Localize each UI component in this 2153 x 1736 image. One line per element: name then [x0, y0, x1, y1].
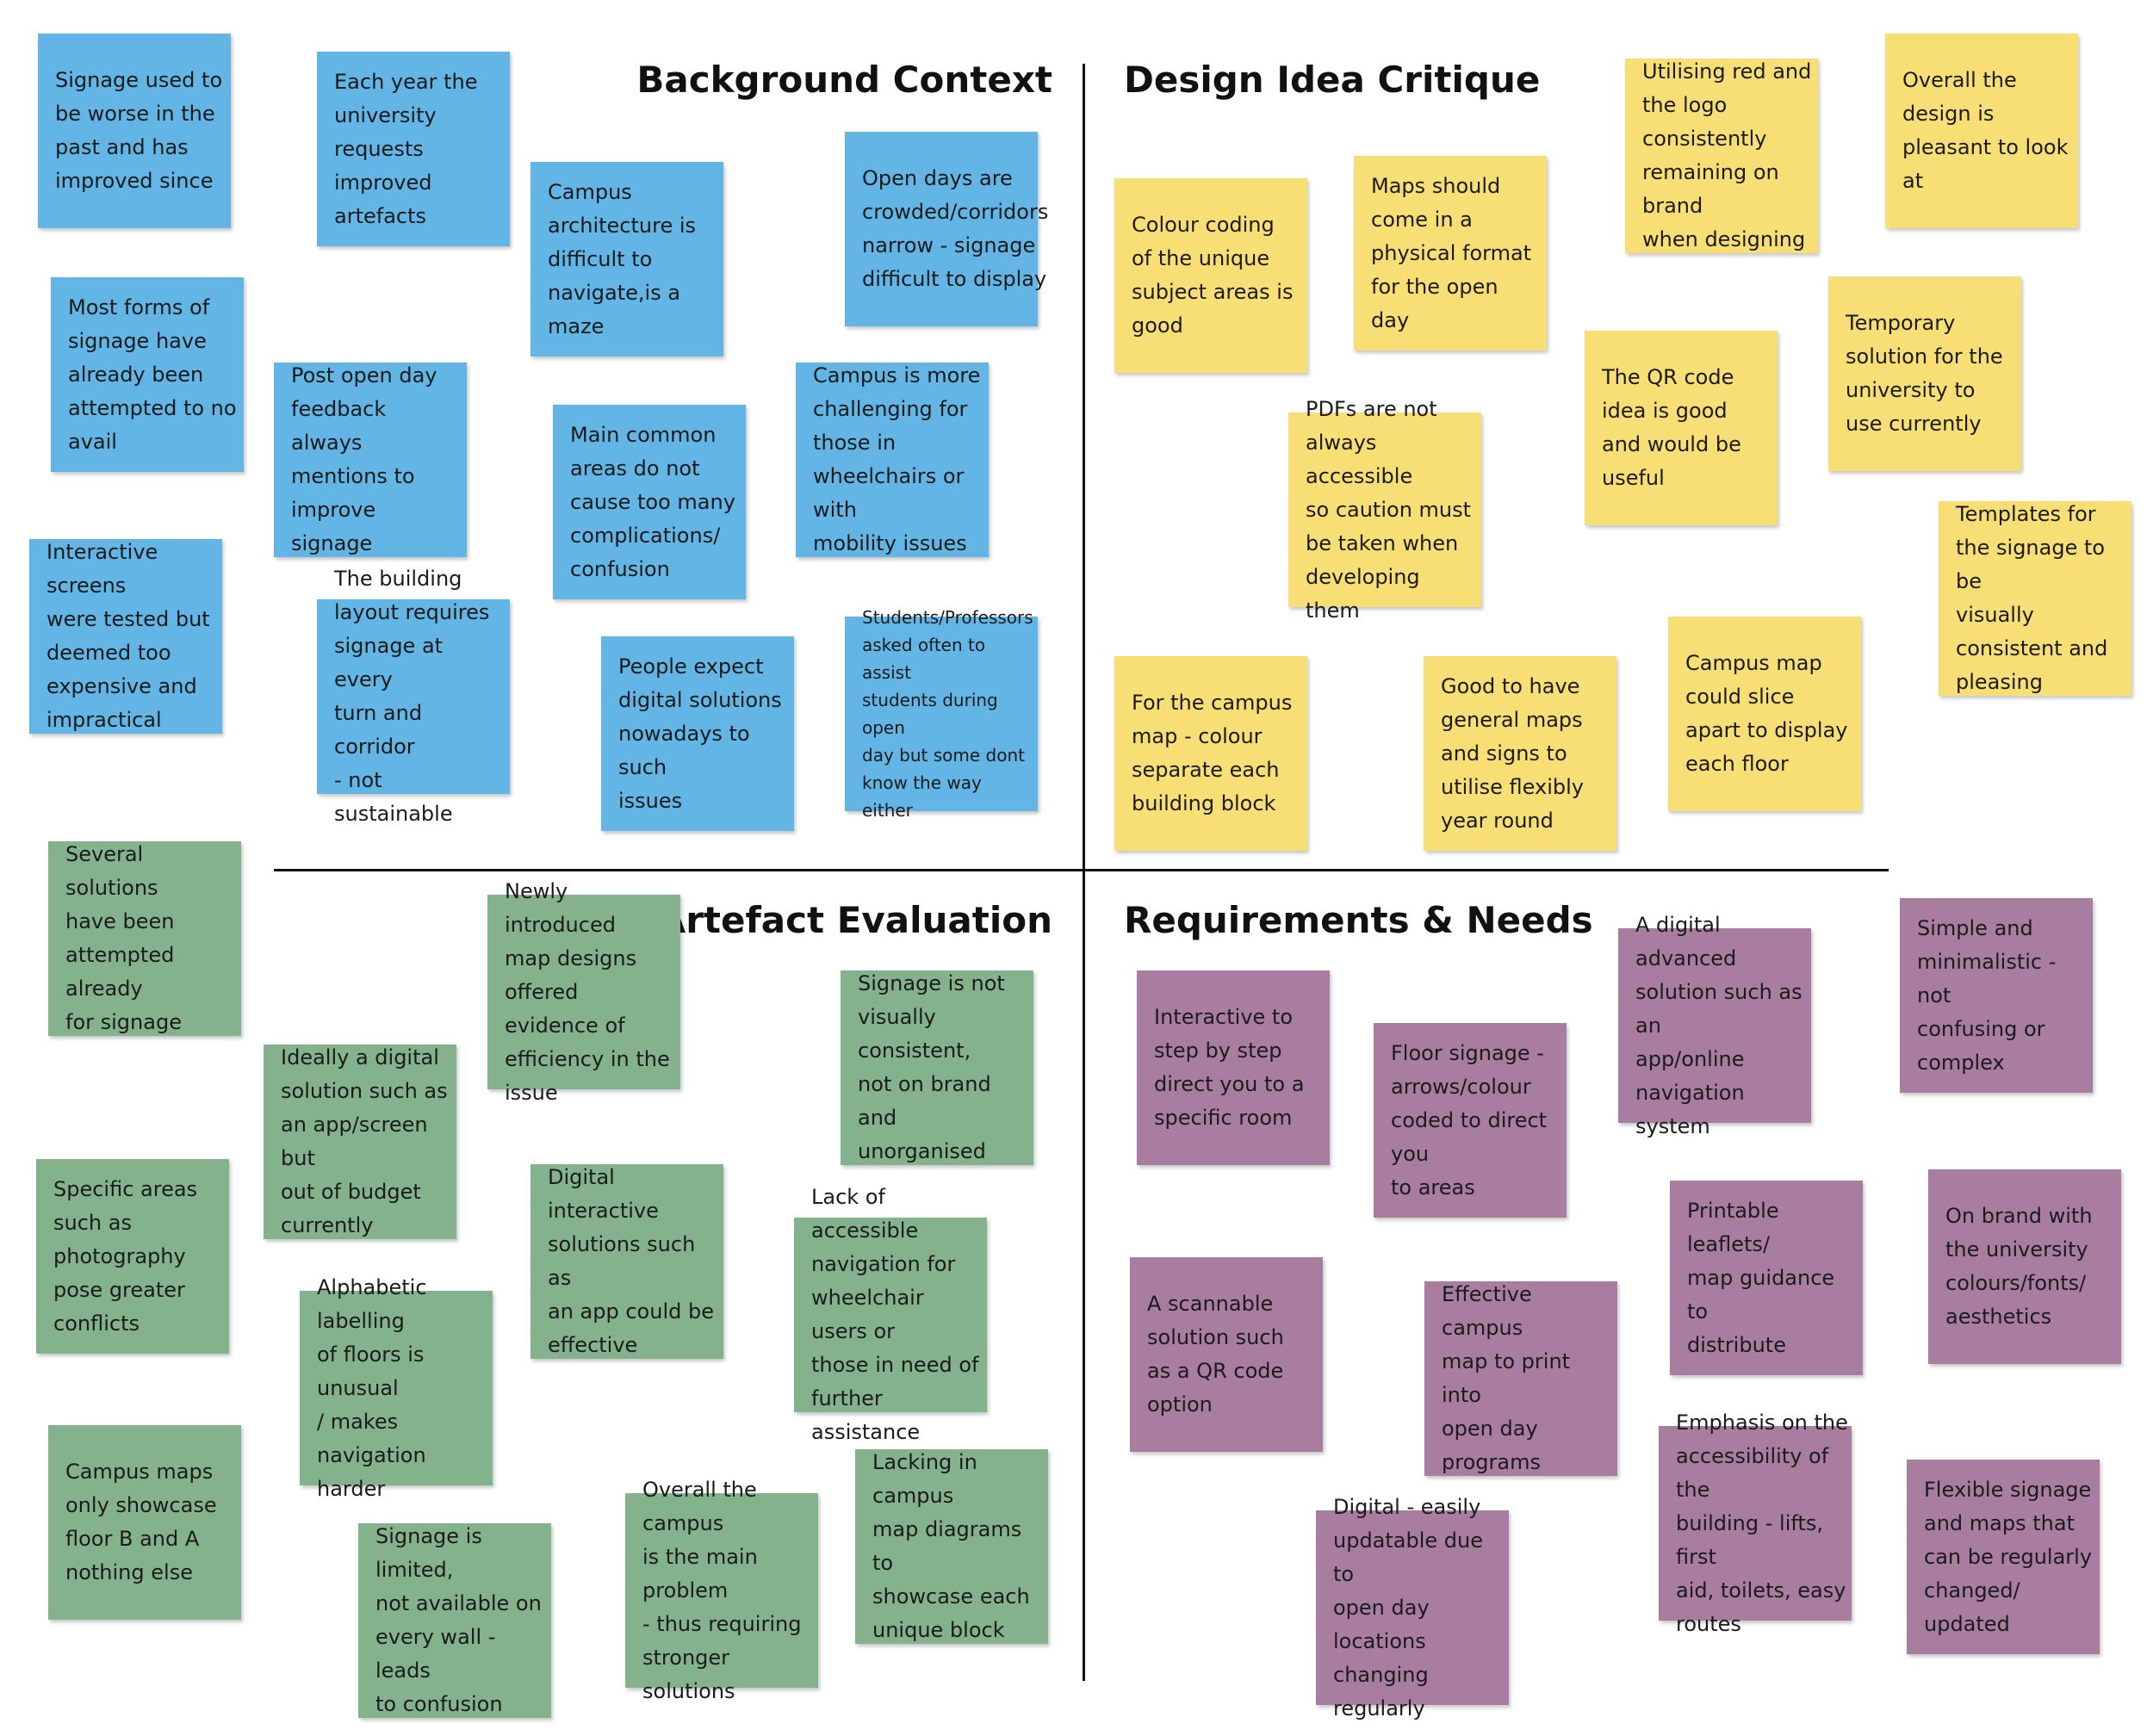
heading-requirements-needs: Requirements & Needs	[1124, 899, 1593, 941]
note-text: Effective campus map to print into open …	[1442, 1282, 1571, 1474]
note-text: Several solutions have been attempted al…	[65, 842, 182, 1034]
sticky-note[interactable]: Templates for the signage to be visually…	[1939, 501, 2131, 696]
sticky-note[interactable]: Maps should come in a physical format fo…	[1354, 156, 1547, 350]
note-text: The QR code idea is good and would be us…	[1602, 365, 1741, 490]
note-text: Ideally a digital solution such as an ap…	[281, 1045, 448, 1237]
heading-design-idea-critique: Design Idea Critique	[1124, 59, 1541, 101]
sticky-note[interactable]: Lacking in campus map diagrams to showca…	[855, 1449, 1048, 1644]
note-text: Campus maps only showcase floor B and A …	[65, 1460, 217, 1584]
sticky-note[interactable]: Interactive screens were tested but deem…	[29, 539, 222, 734]
note-text: Campus is more challenging for those in …	[813, 363, 981, 555]
note-text: Most forms of signage have already been …	[68, 294, 237, 454]
sticky-note[interactable]: Signage is not visually consistent, not …	[841, 970, 1033, 1165]
note-text: A scannable solution such as a QR code o…	[1147, 1292, 1284, 1417]
note-text: Digital - easily updatable due to open d…	[1333, 1494, 1484, 1720]
note-text: Good to have general maps and signs to u…	[1441, 673, 1584, 833]
note-text: Specific areas such as photography pose …	[53, 1176, 198, 1336]
note-text: Students/Professors asked often to assis…	[862, 607, 1033, 821]
sticky-note[interactable]: Digital interactive solutions such as an…	[530, 1164, 723, 1359]
note-text: Lacking in campus map diagrams to showca…	[872, 1450, 1030, 1642]
note-text: Post open day feedback always mentions t…	[291, 363, 437, 555]
sticky-note[interactable]: Digital - easily updatable due to open d…	[1316, 1495, 1509, 1720]
sticky-note[interactable]: Emphasis on the accessibility of the bui…	[1659, 1410, 1852, 1636]
sticky-note[interactable]: Ideally a digital solution such as an ap…	[264, 1045, 456, 1239]
sticky-note[interactable]: Printable leaflets/ map guidance to dist…	[1670, 1181, 1863, 1375]
sticky-note[interactable]: Floor signage - arrows/colour coded to d…	[1374, 1023, 1567, 1218]
note-text: On brand with the university colours/fon…	[1945, 1204, 2093, 1329]
note-text: People expect digital solutions nowadays…	[618, 654, 782, 813]
sticky-note[interactable]: Several solutions have been attempted al…	[48, 841, 241, 1036]
heading-artefact-evaluation: Artefact Evaluation	[657, 899, 1052, 941]
sticky-note[interactable]: Good to have general maps and signs to u…	[1424, 656, 1616, 851]
sticky-note[interactable]: People expect digital solutions nowadays…	[601, 636, 794, 831]
note-text: A digital advanced solution such as an a…	[1635, 912, 1802, 1138]
sticky-note[interactable]: Post open day feedback always mentions t…	[274, 363, 467, 557]
note-text: Simple and minimalistic - not confusing …	[1917, 915, 2057, 1075]
note-text: PDFs are not always accessible so cautio…	[1306, 396, 1472, 623]
sticky-note[interactable]: Colour coding of the unique subject area…	[1114, 178, 1307, 373]
sticky-note[interactable]: For the campus map - colour separate eac…	[1114, 656, 1307, 851]
sticky-note[interactable]: Utilising red and the logo consistently …	[1625, 59, 1818, 253]
sticky-note[interactable]: Campus maps only showcase floor B and A …	[48, 1425, 241, 1620]
sticky-note[interactable]: Students/Professors asked often to assis…	[845, 607, 1038, 821]
note-text: Campus map could slice apart to display …	[1685, 651, 1848, 776]
note-text: Colour coding of the unique subject area…	[1132, 213, 1294, 338]
note-text: Printable leaflets/ map guidance to dist…	[1687, 1198, 1835, 1357]
note-text: Alphabetic labelling of floors is unusua…	[317, 1274, 427, 1501]
sticky-note[interactable]: A scannable solution such as a QR code o…	[1130, 1257, 1323, 1452]
note-text: Signage is not visually consistent, not …	[858, 971, 1005, 1163]
note-text: Open days are crowded/corridors narrow -…	[862, 166, 1049, 291]
sticky-note[interactable]: On brand with the university colours/fon…	[1928, 1169, 2121, 1364]
note-text: Each year the university requests improv…	[334, 69, 478, 228]
sticky-note[interactable]: Open days are crowded/corridors narrow -…	[845, 132, 1048, 326]
sticky-note[interactable]: Overall the design is pleasant to look a…	[1885, 34, 2078, 228]
note-text: Interactive screens were tested but deem…	[47, 540, 210, 732]
sticky-note[interactable]: Each year the university requests improv…	[317, 52, 510, 246]
sticky-note[interactable]: A digital advanced solution such as an a…	[1618, 913, 1811, 1138]
note-text: Digital interactive solutions such as an…	[548, 1165, 714, 1357]
note-text: The building layout requires signage at …	[334, 567, 490, 826]
note-text: Floor signage - arrows/colour coded to d…	[1391, 1040, 1548, 1200]
sticky-note[interactable]: Lack of accessible navigation for wheelc…	[794, 1185, 987, 1444]
note-text: Utilising red and the logo consistently …	[1642, 59, 1812, 251]
note-text: Emphasis on the accessibility of the bui…	[1676, 1410, 1848, 1636]
note-text: Overall the design is pleasant to look a…	[1902, 68, 2069, 193]
note-text: Flexible signage and maps that can be re…	[1924, 1477, 2093, 1636]
sticky-note[interactable]: Effective campus map to print into open …	[1424, 1281, 1617, 1476]
note-text: Signage is limited, not available on eve…	[375, 1524, 542, 1716]
note-text: Newly introduced map designs offered evi…	[505, 878, 670, 1105]
note-text: Templates for the signage to be visually…	[1956, 502, 2108, 694]
note-text: Signage used to be worse in the past and…	[55, 68, 223, 193]
note-text: Interactive to step by step direct you t…	[1154, 1005, 1305, 1130]
heading-background-context: Background Context	[636, 59, 1052, 101]
note-text: Campus architecture is difficult to navi…	[548, 179, 697, 338]
sticky-note[interactable]: Overall the campus is the main problem -…	[625, 1478, 818, 1703]
note-text: Lack of accessible navigation for wheelc…	[811, 1185, 979, 1444]
sticky-note[interactable]: Signage used to be worse in the past and…	[38, 34, 231, 228]
sticky-note[interactable]: Campus map could slice apart to display …	[1668, 617, 1861, 811]
sticky-note[interactable]: Signage is limited, not available on eve…	[358, 1523, 551, 1718]
vertical-divider	[1083, 64, 1085, 1681]
sticky-note[interactable]: Main common areas do not cause too many …	[553, 405, 746, 599]
horizontal-divider	[274, 869, 1889, 871]
sticky-note[interactable]: Temporary solution for the university to…	[1828, 276, 2021, 471]
sticky-note[interactable]: Flexible signage and maps that can be re…	[1907, 1460, 2100, 1654]
note-text: Temporary solution for the university to…	[1846, 311, 2003, 436]
note-text: Overall the campus is the main problem -…	[642, 1477, 802, 1703]
sticky-note[interactable]: PDFs are not always accessible so cautio…	[1288, 397, 1481, 623]
sticky-note[interactable]: Campus is more challenging for those in …	[796, 363, 989, 557]
sticky-note[interactable]: Most forms of signage have already been …	[51, 277, 244, 472]
sticky-note[interactable]: Simple and minimalistic - not confusing …	[1900, 898, 2093, 1093]
sticky-note[interactable]: Specific areas such as photography pose …	[36, 1159, 229, 1354]
sticky-note[interactable]: Newly introduced map designs offered evi…	[487, 879, 680, 1105]
note-text: Main common areas do not cause too many …	[570, 422, 735, 581]
sticky-note[interactable]: The QR code idea is good and would be us…	[1585, 331, 1778, 525]
sticky-note[interactable]: Interactive to step by step direct you t…	[1137, 970, 1330, 1165]
note-text: For the campus map - colour separate eac…	[1132, 691, 1293, 815]
sticky-note[interactable]: Campus architecture is difficult to navi…	[530, 162, 723, 356]
sticky-note[interactable]: The building layout requires signage at …	[317, 567, 510, 826]
note-text: Maps should come in a physical format fo…	[1371, 173, 1532, 332]
sticky-note[interactable]: Alphabetic labelling of floors is unusua…	[300, 1275, 493, 1501]
